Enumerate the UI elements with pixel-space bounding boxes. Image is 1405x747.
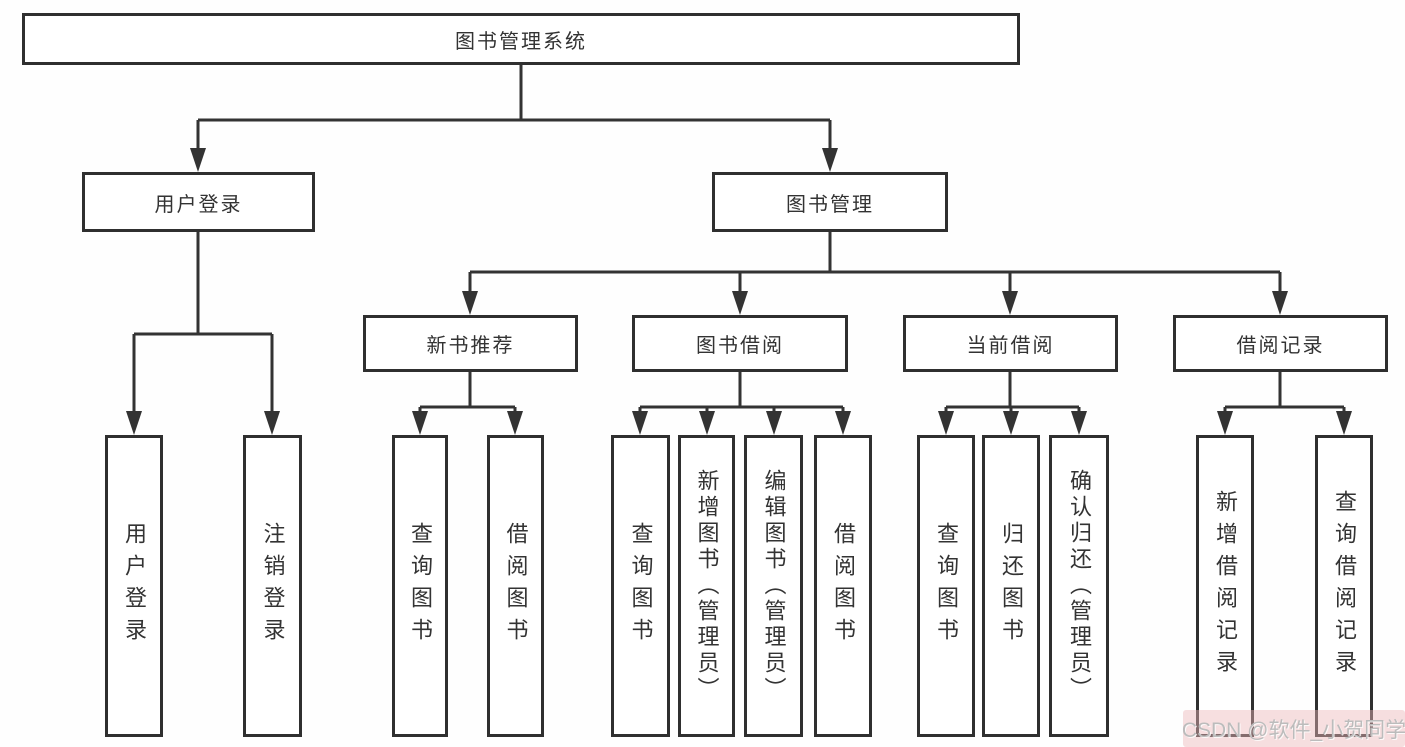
node-book-borrowing: 图书借阅: [632, 315, 848, 372]
node-leaf-query-borrow-record: 查询借阅记录: [1315, 435, 1373, 737]
node-current-borrowing: 当前借阅: [903, 315, 1118, 372]
node-user-login: 用户登录: [82, 172, 315, 232]
node-leaf-borrow-books-1: 借阅图书: [487, 435, 544, 737]
node-leaf-add-books-admin: 新增图书（管理员）: [678, 435, 735, 737]
node-leaf-query-books-3: 查询图书: [917, 435, 975, 737]
node-leaf-edit-books-admin: 编辑图书（管理员）: [744, 435, 803, 737]
node-leaf-user-login: 用户登录: [105, 435, 163, 737]
node-library-management-system: 图书管理系统: [22, 13, 1020, 65]
node-leaf-query-books-2: 查询图书: [611, 435, 670, 737]
node-borrowing-records: 借阅记录: [1173, 315, 1388, 372]
node-leaf-return-books: 归还图书: [982, 435, 1040, 737]
node-leaf-add-borrow-record: 新增借阅记录: [1196, 435, 1254, 737]
node-leaf-query-books-1: 查询图书: [392, 435, 448, 737]
node-leaf-confirm-return-admin: 确认归还（管理员）: [1049, 435, 1109, 737]
node-leaf-borrow-books-2: 借阅图书: [814, 435, 872, 737]
watermark: CSDN @软件_小贺同学: [1182, 710, 1405, 747]
node-new-book-recommend: 新书推荐: [363, 315, 578, 372]
node-leaf-logout: 注销登录: [243, 435, 302, 737]
node-book-management: 图书管理: [712, 172, 948, 232]
